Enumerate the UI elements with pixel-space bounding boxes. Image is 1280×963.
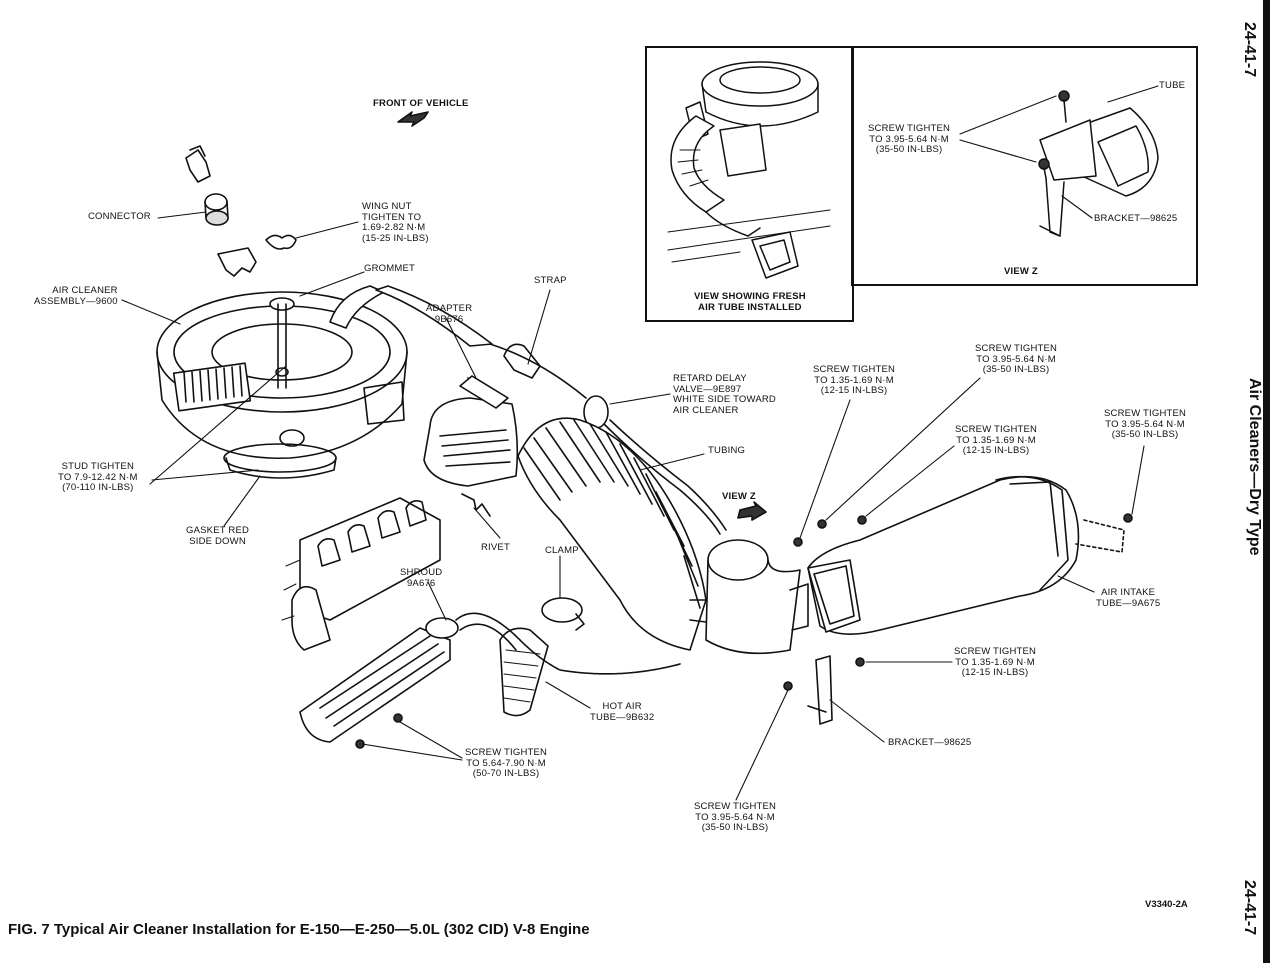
air-intake-tube	[807, 475, 1125, 635]
clamp-part	[541, 597, 583, 623]
shroud-part	[299, 617, 459, 743]
label-strap: STRAP	[534, 275, 567, 286]
hot-air-tube	[455, 612, 681, 717]
label-view-z-arrow: VIEW Z	[722, 491, 756, 502]
screws-intake	[783, 513, 1133, 691]
label-bracket-lower: BRACKET—98625	[888, 737, 972, 748]
clip-part	[217, 247, 257, 277]
duct-housing	[689, 539, 809, 655]
flex-duct	[517, 417, 707, 651]
label-rivet: RIVET	[481, 542, 510, 553]
label-clamp: CLAMP	[545, 545, 579, 556]
label-inset-bracket: BRACKET—98625	[1094, 213, 1178, 224]
figure-caption: FIG. 7 Typical Air Cleaner Installation …	[8, 921, 590, 938]
front-arrow	[397, 111, 429, 127]
page-number-top: 24-41-7	[1241, 22, 1258, 78]
section-title: Air Cleaners—Dry Type	[1246, 378, 1263, 556]
inset-fresh-air-tube	[645, 46, 854, 322]
label-grommet: GROMMET	[364, 263, 416, 274]
engine-manifold	[281, 497, 441, 651]
bracket-lower	[807, 655, 833, 725]
connector-part	[185, 145, 229, 226]
page-edge-bar	[1263, 0, 1270, 963]
page-number-bottom: 24-41-7	[1241, 880, 1258, 936]
label-tubing: TUBING	[708, 445, 746, 456]
label-front-of-vehicle: FRONT OF VEHICLE	[373, 98, 469, 109]
label-connector: CONNECTOR	[88, 211, 151, 222]
label-inset-view-z: VIEW Z	[1004, 266, 1038, 277]
figure-code: V3340-2A	[1145, 899, 1188, 910]
wing-nut-part	[265, 234, 297, 250]
view-z-arrow	[737, 501, 767, 521]
adapter-part	[423, 375, 519, 487]
label-inset-tube: TUBE	[1159, 80, 1186, 91]
inset-view-z	[851, 46, 1198, 286]
